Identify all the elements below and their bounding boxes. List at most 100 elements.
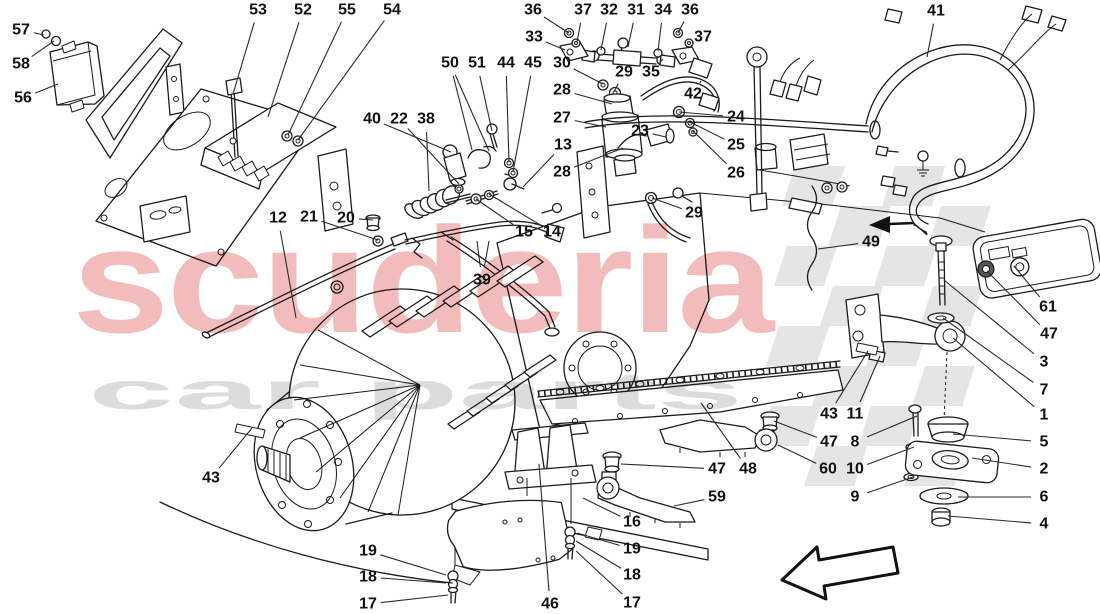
leader-line-14 (488, 193, 542, 226)
callout-47: 47 (820, 434, 838, 451)
leader-line-45 (512, 75, 532, 173)
leader-line-37 (576, 22, 582, 43)
callout-10: 10 (846, 461, 864, 478)
leader-line-19 (576, 532, 620, 546)
leader-line-1 (952, 337, 1035, 408)
callout-18: 18 (359, 569, 377, 586)
direction-arrows (780, 216, 915, 601)
callout-16: 16 (623, 514, 641, 531)
leader-line-36 (543, 16, 570, 34)
callout-36: 36 (681, 2, 699, 19)
callout-27: 27 (553, 110, 571, 127)
callout-39: 39 (473, 272, 491, 289)
leader-line-47 (986, 270, 1041, 326)
checker-cell (774, 246, 837, 286)
callout-49: 49 (862, 234, 880, 251)
leader-line-27 (574, 120, 607, 128)
callout-6: 6 (1040, 489, 1049, 506)
leader-line-15 (475, 198, 514, 226)
leader-line-9 (867, 476, 914, 494)
callout-53: 53 (249, 2, 267, 19)
checker-cell (766, 326, 829, 366)
callout-35: 35 (642, 64, 660, 81)
leader-line-19 (380, 554, 447, 576)
callout-40: 40 (363, 111, 381, 128)
callout-19: 19 (623, 541, 641, 558)
leader-line-11 (859, 355, 881, 403)
leader-line-28 (573, 147, 624, 168)
checker-cell (828, 206, 891, 246)
leader-line-2 (971, 457, 1032, 468)
callout-46: 46 (541, 596, 559, 613)
callout-51: 51 (468, 55, 486, 72)
callout-8: 8 (851, 434, 860, 451)
housing-fins (361, 255, 557, 430)
leader-line-17 (575, 550, 623, 595)
callout-24: 24 (727, 109, 745, 126)
leader-line-26 (692, 130, 728, 165)
leader-line-59 (673, 499, 705, 507)
leader-line-13 (522, 154, 555, 188)
leader-line-29 (613, 83, 619, 93)
callout-11: 11 (847, 406, 864, 423)
callout-37: 37 (574, 2, 592, 19)
leader-line-3 (943, 279, 1035, 355)
callout-20: 20 (337, 210, 355, 227)
callout-30: 30 (553, 55, 571, 72)
leader-line-18 (380, 577, 447, 584)
leader-line-7 (942, 317, 1034, 383)
leader-line-50 (454, 74, 490, 152)
leader-line-39 (483, 240, 490, 268)
leader-line-61 (1013, 265, 1041, 298)
leader-line-5 (952, 433, 1032, 442)
callout-48: 48 (739, 461, 757, 478)
throttle-linkage (559, 27, 700, 68)
callout-21: 21 (300, 209, 318, 226)
callout-29: 29 (615, 64, 633, 81)
callout-43: 43 (820, 406, 838, 423)
callout-25: 25 (727, 137, 745, 154)
leader-line-44 (505, 75, 510, 163)
leader-line-57 (33, 32, 45, 36)
leader-line-53 (232, 22, 255, 95)
checkered-flag-watermark (758, 166, 991, 486)
leader-line-39 (476, 240, 481, 268)
small-arrow-icon (869, 216, 915, 233)
callout-2: 2 (1040, 461, 1049, 478)
leader-line-29 (651, 197, 682, 210)
leader-line-25 (689, 121, 725, 140)
callout-31: 31 (627, 2, 645, 19)
leader-line-34 (657, 22, 662, 52)
grommet-47-hole (982, 265, 990, 273)
leader-line-31 (627, 22, 634, 48)
checker-cell (912, 366, 975, 406)
callout-28: 28 (553, 164, 571, 181)
callout-44: 44 (497, 55, 515, 72)
support-bracket-and-shield (159, 422, 597, 604)
bell-housing (234, 255, 557, 532)
leader-line-60 (777, 444, 817, 464)
watermark-subtitle-text: car parts (88, 363, 743, 421)
callout-3: 3 (1040, 354, 1049, 371)
leader-line-28 (574, 92, 613, 105)
callout-13: 13 (554, 137, 572, 154)
callout-57: 57 (12, 22, 30, 39)
callout-1: 1 (1040, 407, 1049, 424)
leader-line-17 (380, 594, 449, 604)
callout-33: 33 (525, 29, 543, 46)
oil-pan-and-gasket (537, 360, 844, 425)
leader-line-33 (545, 41, 566, 51)
cover-plate (972, 218, 1100, 299)
leader-line-43 (218, 427, 253, 469)
leader-line-51 (479, 75, 493, 132)
watermark: scuderia car parts (72, 196, 778, 421)
callout-38: 38 (417, 111, 435, 128)
leader-line-56 (34, 83, 59, 94)
leader-line-46 (538, 463, 550, 592)
leader-line-24 (678, 111, 724, 117)
callout-52: 52 (294, 2, 312, 19)
leader-line-35 (659, 58, 664, 63)
leader-line-36 (677, 21, 685, 34)
